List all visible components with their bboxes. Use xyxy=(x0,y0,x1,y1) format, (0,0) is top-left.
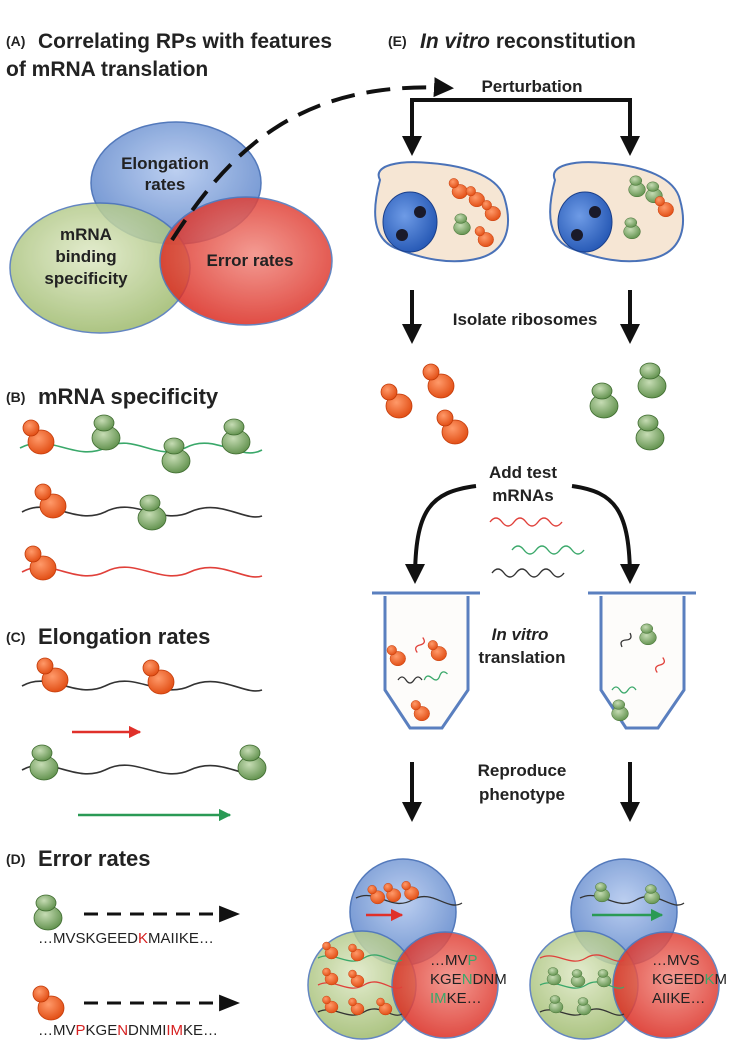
panel-e-tag: (E) xyxy=(388,33,407,49)
nucleolus-left-2 xyxy=(414,206,426,218)
result-right-line-2-part: K xyxy=(705,971,715,988)
ribosome-green xyxy=(637,362,667,399)
mrna-b-red xyxy=(21,566,263,578)
result-left-line-3-part: KE… xyxy=(447,990,482,1007)
result-right-line-2-part: KGEED xyxy=(652,971,705,988)
test-mrna-red xyxy=(489,517,563,527)
mrna-c-2 xyxy=(21,764,263,776)
add-test-label-1: Add test xyxy=(489,463,557,482)
error-seq-1-part: K xyxy=(138,930,148,947)
ribosome-orange xyxy=(380,383,413,419)
panel-e-title: In vitro reconstitution xyxy=(420,30,636,53)
test-mrna-black xyxy=(491,568,565,578)
result-left-line-2-part: N xyxy=(462,971,473,988)
panel-b-title: mRNA specificity xyxy=(38,384,219,409)
panel-c-title: Elongation rates xyxy=(38,624,210,649)
ribosome-orange xyxy=(24,545,57,581)
nucleus-right xyxy=(557,191,613,253)
add-test-label-2: mRNAs xyxy=(492,486,553,505)
panel-d-title: Error rates xyxy=(38,846,151,871)
add-arrow-right xyxy=(571,484,640,584)
panel-a-title-line2: of mRNA translation xyxy=(6,58,208,81)
panel-a-title-line1: Correlating RPs with features xyxy=(38,30,332,53)
test-mrna-green xyxy=(511,545,585,555)
tube-right xyxy=(588,591,696,730)
venn-circle-error xyxy=(159,196,333,326)
panel-e-title-rest: reconstitution xyxy=(490,30,636,53)
result-right-line-3-part: AIIKE… xyxy=(652,990,705,1007)
ribosome-green xyxy=(33,894,63,931)
perturbation-label: Perturbation xyxy=(481,77,582,96)
ribosome-green xyxy=(161,437,191,474)
reproduce-label-1: Reproduce xyxy=(478,761,567,780)
result-left-line-2-part: KGE xyxy=(430,971,462,988)
result-left-line-1-part: …MV xyxy=(430,952,468,969)
nucleus-left xyxy=(382,191,438,253)
ribosome-green xyxy=(137,494,167,531)
error-seq-2: …MVPKGENDNMIIMKE… xyxy=(38,1022,218,1039)
isolate-ribosomes-label: Isolate ribosomes xyxy=(453,310,598,329)
result-right-line-2-part: M xyxy=(715,971,728,988)
ribosome-orange xyxy=(422,363,455,399)
result-left-line-2: KGENDNM xyxy=(430,971,507,988)
ribosome-orange xyxy=(36,657,69,693)
error-seq-2-part: M xyxy=(171,1022,184,1039)
result-left-line-3: IMKE… xyxy=(430,990,482,1007)
nucleolus-right-1 xyxy=(571,229,583,241)
ribosome-green xyxy=(221,418,251,455)
ribosome-orange xyxy=(22,419,55,455)
ribosome-orange xyxy=(142,659,175,695)
result-left-line-3-part: IM xyxy=(430,990,447,1007)
result-left-line-2-part: DNM xyxy=(473,971,507,988)
dashed-link-arrow xyxy=(170,77,454,242)
ribosome-green xyxy=(237,744,267,781)
panel-e-title-italic: In vitro xyxy=(420,30,490,53)
ribosome-green xyxy=(91,414,121,451)
result-left-line-1: …MVP xyxy=(430,952,478,969)
ribosome-orange xyxy=(34,483,67,519)
result-right-line-3: AIIKE… xyxy=(652,990,705,1007)
nucleolus-left-1 xyxy=(396,229,408,241)
error-seq-2-part: DNMI xyxy=(128,1022,166,1039)
ribosome-green xyxy=(589,382,619,419)
venn-top-label-2: rates xyxy=(145,175,186,194)
result-right-line-1: …MVS xyxy=(652,952,700,969)
error-seq-2-part: I xyxy=(166,1022,170,1039)
translation-label: translation xyxy=(479,648,566,667)
error-seq-1-part: …MVSKGEED xyxy=(38,930,138,947)
result-left-red xyxy=(391,931,499,1039)
result-right-line-2: KGEEDKM xyxy=(652,971,727,988)
panel-b-tag: (B) xyxy=(6,389,25,405)
panel-c-tag: (C) xyxy=(6,629,25,645)
error-seq-1: …MVSKGEEDKMAIIKE… xyxy=(38,930,214,947)
error-seq-2-part: …MV xyxy=(38,1022,76,1039)
ribosome-orange xyxy=(436,409,469,445)
venn-left-label-1: mRNA xyxy=(60,225,112,244)
error-seq-2-part: P xyxy=(76,1022,86,1039)
venn-right-label: Error rates xyxy=(207,251,294,270)
error-seq-2-part: KGE xyxy=(86,1022,118,1039)
error-seq-2-part: KE… xyxy=(183,1022,218,1039)
in-vitro-label: In vitro xyxy=(492,625,549,644)
ribosome-orange xyxy=(32,985,65,1021)
nucleolus-right-2 xyxy=(589,206,601,218)
reproduce-label-2: phenotype xyxy=(479,785,565,804)
venn-left-label-3: specificity xyxy=(44,269,128,288)
panel-d-tag: (D) xyxy=(6,851,25,867)
result-right-line-1-part: …MVS xyxy=(652,952,700,969)
venn-left-label-2: binding xyxy=(55,247,116,266)
panel-a-tag: (A) xyxy=(6,33,25,49)
error-seq-2-part: N xyxy=(117,1022,128,1039)
result-right-red xyxy=(612,931,720,1039)
add-arrow-left xyxy=(405,484,477,584)
venn-diagram-a: Elongation rates mRNA binding specificit… xyxy=(9,121,333,334)
result-left-line-1-part: P xyxy=(468,952,478,969)
ribosome-green xyxy=(29,744,59,781)
ribosome-green xyxy=(635,414,665,451)
error-seq-1-part: MAIIKE… xyxy=(148,930,214,947)
venn-top-label-1: Elongation xyxy=(121,154,209,173)
tube-left xyxy=(372,591,480,730)
cell-left xyxy=(374,161,509,263)
